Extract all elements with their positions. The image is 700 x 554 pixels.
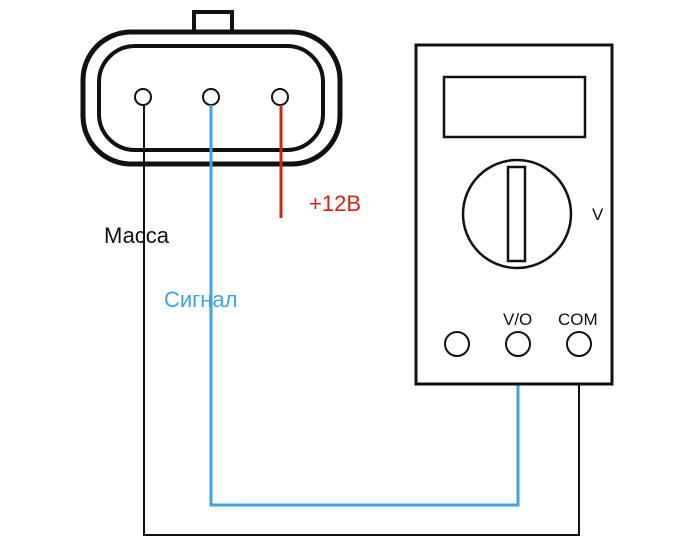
pin-power (271, 88, 289, 106)
signal-label: Сигнал (164, 287, 237, 312)
port-com[interactable] (566, 331, 592, 357)
multimeter-display (442, 75, 587, 139)
ground-label: Масса (104, 223, 170, 248)
port-unused (444, 331, 470, 357)
port-com-label: COM (558, 310, 598, 329)
multimeter (414, 43, 614, 386)
port-vo[interactable] (505, 331, 531, 357)
meter-mode-label: V (592, 205, 604, 224)
power-label: +12В (309, 191, 361, 216)
signal-wire (209, 105, 520, 507)
port-vo-label: V/O (503, 310, 532, 329)
pin-ground (134, 88, 152, 106)
selector-pointer (506, 165, 527, 263)
ground-wire (143, 105, 580, 536)
pin-signal (202, 88, 220, 106)
